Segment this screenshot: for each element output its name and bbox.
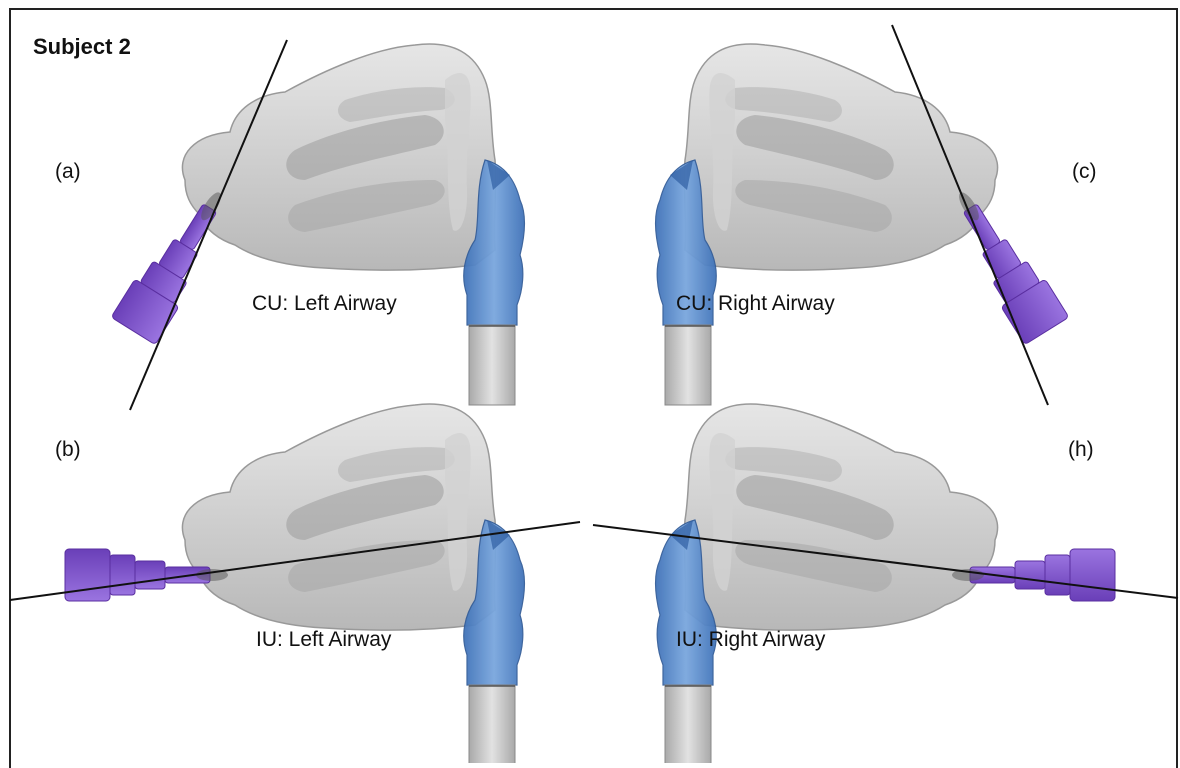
panel-a-airway-model (111, 40, 524, 410)
panel-letter-h: (h) (1068, 438, 1094, 462)
panel-c-airway-model (655, 25, 1068, 405)
panel-letter-b: (b) (55, 438, 81, 462)
caption-iu-right: IU: Right Airway (676, 628, 825, 652)
caption-cu-left: CU: Left Airway (252, 292, 397, 316)
panel-letter-c: (c) (1072, 160, 1097, 184)
figure-title: Subject 2 (33, 34, 131, 60)
caption-iu-left: IU: Left Airway (256, 628, 391, 652)
panel-b-airway-model (10, 404, 580, 763)
panel-letter-a: (a) (55, 160, 81, 184)
caption-cu-right: CU: Right Airway (676, 292, 835, 316)
